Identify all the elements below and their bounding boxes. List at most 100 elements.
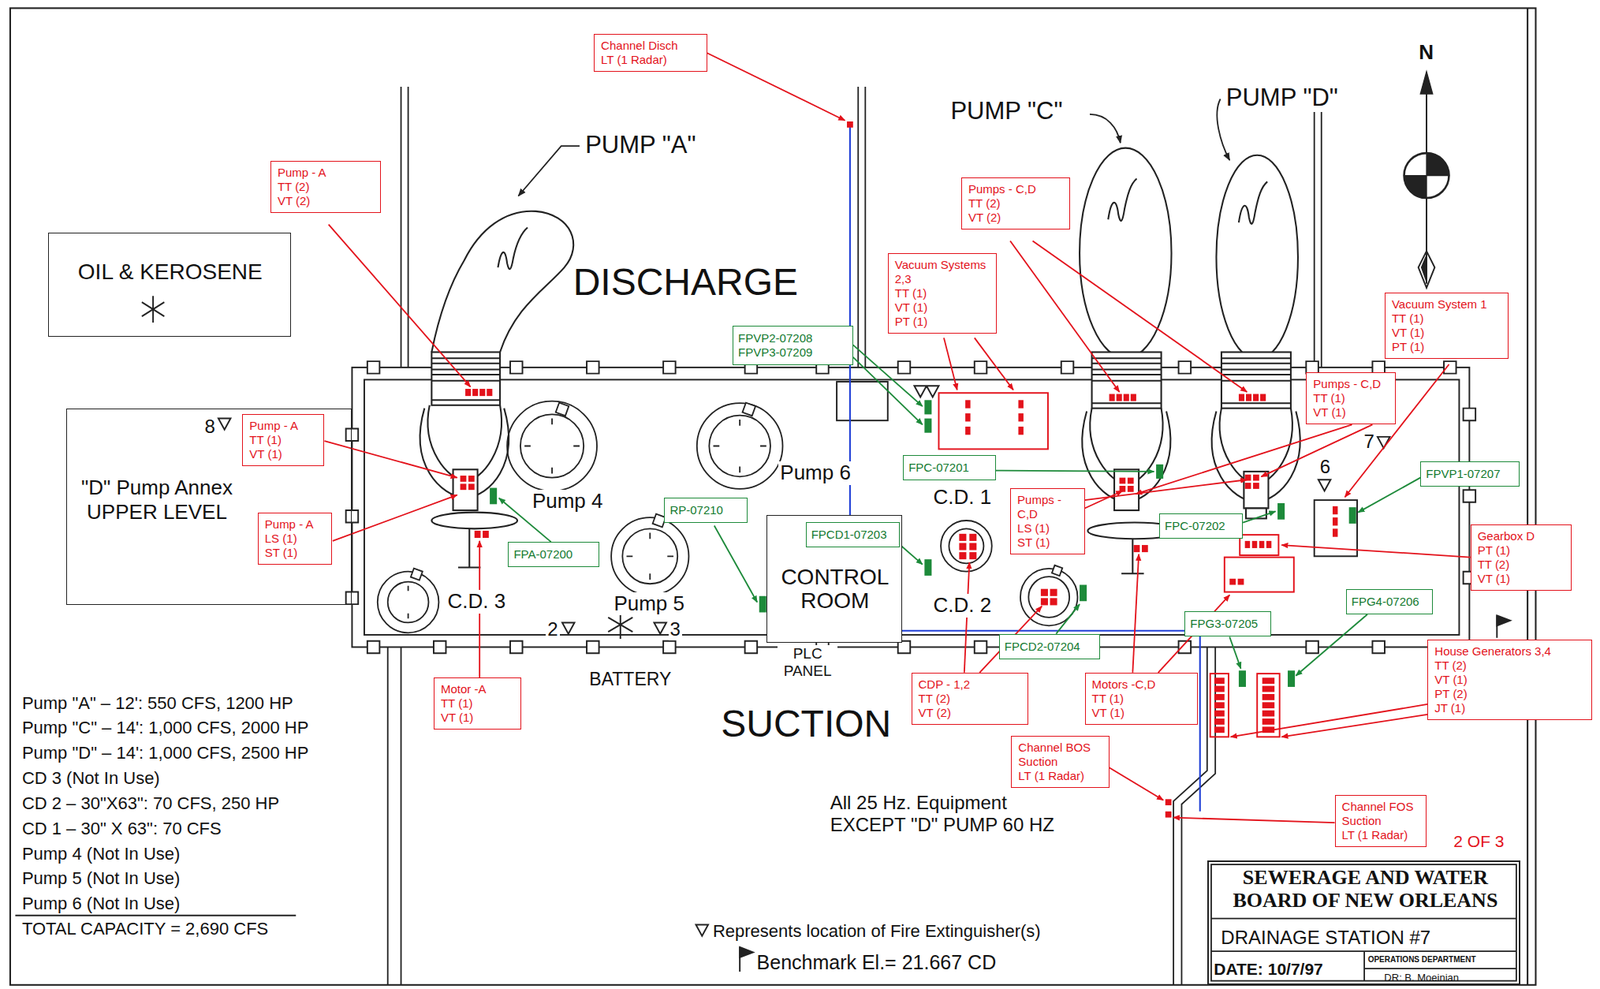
pump-d-drawing (1245, 507, 1267, 519)
sensor-dot (1253, 394, 1259, 402)
node-text: LT (1 Radar) (1342, 827, 1420, 843)
plan-label: PLC PANEL (777, 645, 838, 680)
node-text: DRAINAGE STATION #7 (1220, 927, 1517, 948)
sensor-leader (974, 337, 1014, 390)
node-heading: Gearbox D (1477, 529, 1565, 544)
pump-a-drawing (431, 351, 500, 405)
pump-c-drawing (1092, 351, 1162, 408)
sensor-dot (474, 530, 482, 538)
sensor-dot (965, 399, 970, 408)
sensor-dot (460, 475, 467, 482)
panel-tag: FPC-07202 (1159, 513, 1243, 539)
node-text: TT (1) (249, 432, 318, 448)
panel-leader (1242, 510, 1276, 523)
node-heading: Channel FOS Suction (1342, 799, 1420, 828)
sensor-dot (969, 551, 977, 560)
sensor-dot (1018, 413, 1023, 422)
building-wall (364, 379, 1459, 635)
plan-label: Pump 4 (530, 489, 605, 514)
panel-tag: FPCD1-07203 (805, 522, 900, 548)
sensor-dot (1253, 474, 1260, 482)
channel-wall (401, 86, 1322, 368)
panel-mark (1277, 503, 1285, 520)
pump-c-drawing (1121, 538, 1144, 574)
sensor-dot (468, 483, 475, 490)
sensor-callout: CDP - 1,2TT (2)VT (2) (911, 672, 1030, 725)
storage-room: OIL & KEROSENE (48, 232, 291, 337)
node-text: LT (1 Radar) (1018, 768, 1102, 784)
panel-mark (489, 488, 497, 505)
sensor-leader (1135, 424, 1352, 494)
plan-label: 3 (668, 618, 683, 641)
node-heading: RP-07210 (669, 503, 743, 518)
sensor-dot (1214, 710, 1225, 717)
pump-pointer (518, 145, 580, 196)
building-wall (351, 367, 1470, 648)
plan-label: PUMP "D" (1224, 83, 1340, 112)
node-text: TT (2) (918, 691, 1022, 706)
label-text: 3 (670, 618, 681, 640)
pump-d-drawing (1215, 155, 1298, 360)
node-heading: Vacuum System 1 (1391, 297, 1502, 312)
sensor-leader (1173, 817, 1335, 823)
plan-label: Pump 5 (Not In Use) (20, 868, 183, 888)
control-room: CONTROL ROOMFPCD1-07203 (766, 514, 903, 643)
plan-label: 2 OF 3 (1451, 831, 1506, 851)
sensor-dot (1253, 482, 1260, 489)
plan-label: C.D. 1 (931, 485, 993, 510)
building-wall (346, 361, 1476, 653)
plan-label: CD 1 – 30" X 63": 70 CFS (20, 818, 224, 839)
sensor-callout: Channel DischLT (1 Radar) (593, 33, 708, 72)
sensor-dot (465, 388, 471, 396)
sensor-callout: Motor -ATT (1)VT (1) (433, 677, 522, 730)
panel-tag: FPA-07200 (507, 541, 599, 567)
pump-bay (1028, 576, 1070, 618)
channel-wall (387, 86, 1322, 985)
sensor-dot (958, 533, 966, 541)
panel-leader (499, 344, 1421, 676)
label-text: Pump "A" – 12': 550 CFS, 1200 HP (22, 693, 294, 713)
node-text: ST (1) (264, 545, 325, 560)
node-text: TT (1) (1391, 311, 1502, 326)
node-heading: House Generators 3,4 (1434, 644, 1585, 659)
pump-c-drawing (1079, 148, 1172, 359)
sensor-group (1210, 673, 1229, 737)
node-heading: FPG4-07206 (1351, 594, 1428, 609)
sensor-dot (1229, 578, 1236, 586)
label-text: 6 (1320, 455, 1331, 478)
plan-label: Pump 5 (611, 592, 687, 616)
node-text: UPPER LEVEL (74, 500, 239, 524)
panel-mark (924, 559, 932, 576)
sensor-leader (1281, 714, 1428, 737)
sensor-dot (1165, 798, 1172, 806)
plan-label: All 25 Hz. Equipment EXCEPT "D" PUMP 60 … (828, 791, 1071, 836)
node-text: TT (2) (968, 196, 1063, 211)
pump-a-drawing (431, 512, 518, 530)
node-heading: FPCD2-07204 (1004, 639, 1095, 654)
title-block: SEWERAGE AND WATER BOARD OF NEW ORLEANSD… (1207, 860, 1521, 985)
sensor-dot (1109, 394, 1116, 402)
sensor-dot (472, 388, 478, 396)
node-text: DATE: 10/7/97 (1213, 959, 1367, 978)
pump-a-drawing (431, 211, 574, 353)
panel-tag: FPG4-07206 (1346, 589, 1433, 615)
pump-bay (1051, 565, 1063, 576)
sensor-leader (328, 224, 471, 388)
sensor-dot (1130, 394, 1137, 402)
symbol-mark (14, 914, 296, 917)
panel-tag: FPCD2-07204 (999, 634, 1101, 660)
node-heading: Vacuum Systems 2,3 (895, 257, 990, 287)
plan-label: 8 (203, 415, 217, 438)
label-text: PUMP "D" (1226, 83, 1339, 112)
plan-label: CD 2 – 30"X63": 70 CFS, 250 HP (20, 793, 281, 814)
sensor-dot (1127, 485, 1134, 493)
sensor-group (938, 392, 1048, 449)
label-text: Pump "D" – 14': 1,000 CFS, 2500 HP (22, 742, 309, 763)
sensor-dot (482, 530, 489, 538)
node-heading: Pumps - C,D (1312, 376, 1389, 392)
sensor-dot (1214, 693, 1225, 701)
annex-room: "D" Pump AnnexUPPER LEVELPump - ATT (1)V… (66, 408, 352, 606)
label-text: Pump 6 (Not In Use) (22, 893, 181, 914)
pump-pointer (518, 99, 1230, 197)
panel-mark (759, 596, 767, 613)
